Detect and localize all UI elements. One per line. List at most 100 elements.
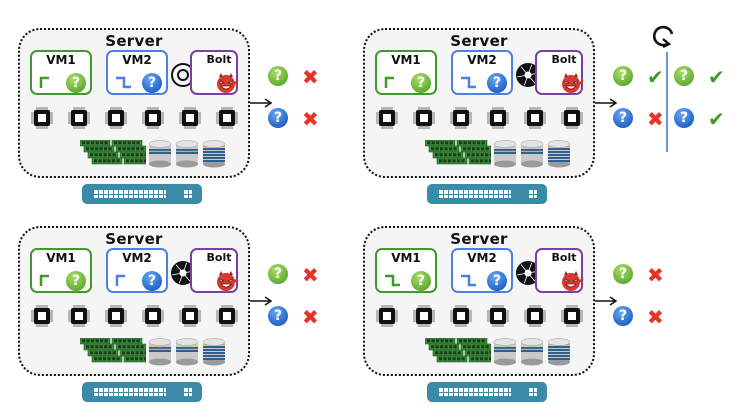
- devil-icon: [562, 73, 584, 93]
- cross-icon: ✖: [647, 107, 664, 131]
- cross-icon: ✖: [302, 305, 319, 329]
- question-blue-icon: ?: [613, 108, 633, 128]
- result-row: ? ✖: [613, 108, 673, 130]
- vm2-box: VM2 ?: [451, 248, 513, 293]
- cpu-chip-icon: [68, 107, 90, 129]
- memory-modules-icon: [80, 338, 146, 363]
- cpu-chip-icon: [142, 107, 164, 129]
- result-row: ? ✖: [268, 66, 328, 88]
- memory-modules-icon: [80, 140, 146, 165]
- cross-icon: ✖: [302, 107, 319, 131]
- server-label: Server: [450, 230, 508, 248]
- cpu-chip-icon: [31, 305, 53, 327]
- vm1-box: VM1 ?: [30, 248, 92, 293]
- cpu-chip-icon: [216, 305, 238, 327]
- cpu-row: [30, 106, 242, 130]
- disk-storage-icon: [148, 140, 172, 168]
- question-blue-icon: ?: [142, 271, 162, 291]
- cpu-row: [375, 304, 587, 328]
- vm1-label: VM1: [391, 53, 421, 67]
- bolt-label: Bolt: [551, 251, 577, 264]
- memory-modules-icon: [425, 338, 491, 363]
- cross-icon: ✖: [302, 263, 319, 287]
- devil-icon: [217, 73, 239, 93]
- disk-storage-icon: [547, 140, 571, 168]
- disk-storage-icon: [493, 338, 517, 366]
- disk-storage-icon: [202, 140, 226, 168]
- bolt-label: Bolt: [206, 251, 232, 264]
- retry-loop-icon: [652, 25, 674, 48]
- result-row: ? ✖: [613, 306, 673, 328]
- cpu-chip-icon: [487, 305, 509, 327]
- cross-icon: ✖: [647, 263, 664, 287]
- server-box: Server VM1 ? VM2 ? Bolt: [363, 28, 595, 178]
- disk-storage-icon: [520, 338, 544, 366]
- bolt-box: Bolt: [535, 248, 584, 293]
- arrow-right-icon: [595, 296, 617, 306]
- cpu-chip-icon: [376, 107, 398, 129]
- vm1-box: VM1 ?: [30, 50, 92, 95]
- server-box: Server VM1 ? VM2 ? Bolt: [363, 226, 595, 376]
- cpu-row: [30, 304, 242, 328]
- vm1-box: VM1 ?: [375, 248, 437, 293]
- cross-icon: ✖: [302, 65, 319, 89]
- scenario-panel: Server VM1 ? VM2 ? Bolt: [345, 198, 690, 403]
- network-switch-icon: [427, 382, 547, 402]
- devil-icon: [562, 271, 584, 291]
- question-blue-icon: ?: [674, 108, 694, 128]
- vm1-label: VM1: [391, 251, 421, 265]
- question-blue-icon: ?: [142, 73, 162, 93]
- bolt-label: Bolt: [206, 53, 232, 66]
- result-row: ? ✔: [613, 66, 673, 88]
- disk-storage-icon: [148, 338, 172, 366]
- disk-storage-icon: [175, 140, 199, 168]
- scenario-panel: Server VM1 ? VM2 ? Bolt: [0, 198, 345, 403]
- cpu-chip-icon: [450, 107, 472, 129]
- result-row: ? ✖: [268, 306, 328, 328]
- question-blue-icon: ?: [268, 108, 288, 128]
- aperture-icon: [171, 261, 195, 285]
- vm2-box: VM2 ?: [106, 50, 168, 95]
- cpu-chip-icon: [487, 107, 509, 129]
- vm2-label: VM2: [467, 251, 497, 265]
- question-blue-icon: ?: [613, 306, 633, 326]
- disk-storage-icon: [493, 140, 517, 168]
- cpu-row: [375, 106, 587, 130]
- cpu-chip-icon: [450, 305, 472, 327]
- disk-storage-icon: [175, 338, 199, 366]
- vm1-label: VM1: [46, 251, 76, 265]
- question-green-icon: ?: [268, 264, 288, 284]
- question-green-icon: ?: [411, 271, 431, 291]
- question-green-icon: ?: [411, 73, 431, 93]
- cpu-chip-icon: [524, 107, 546, 129]
- devil-icon: [217, 271, 239, 291]
- vm1-label: VM1: [46, 53, 76, 67]
- server-label: Server: [105, 230, 163, 248]
- cpu-chip-icon: [179, 305, 201, 327]
- question-blue-icon: ?: [487, 271, 507, 291]
- cpu-chip-icon: [413, 107, 435, 129]
- disk-storage-icon: [520, 140, 544, 168]
- cpu-chip-icon: [524, 305, 546, 327]
- question-blue-icon: ?: [268, 306, 288, 326]
- bolt-box: Bolt: [535, 50, 584, 95]
- cross-icon: ✖: [647, 305, 664, 329]
- network-switch-icon: [82, 184, 202, 204]
- vm1-box: VM1 ?: [375, 50, 437, 95]
- vm2-box: VM2 ?: [451, 50, 513, 95]
- server-box: Server VM1 ? VM2 ? Bolt: [18, 28, 250, 178]
- cpu-chip-icon: [561, 107, 583, 129]
- server-label: Server: [450, 32, 508, 50]
- result-row: ? ✔: [674, 108, 734, 130]
- result-row: ? ✔: [674, 66, 734, 88]
- disk-storage-icon: [547, 338, 571, 366]
- network-switch-icon: [82, 382, 202, 402]
- vm2-box: VM2 ?: [106, 248, 168, 293]
- result-row: ? ✖: [268, 108, 328, 130]
- checkmark-icon: ✔: [708, 65, 725, 89]
- retry-divider: [666, 52, 668, 152]
- question-blue-icon: ?: [487, 73, 507, 93]
- cpu-chip-icon: [105, 107, 127, 129]
- bolt-box: Bolt: [190, 50, 239, 95]
- question-green-icon: ?: [66, 271, 86, 291]
